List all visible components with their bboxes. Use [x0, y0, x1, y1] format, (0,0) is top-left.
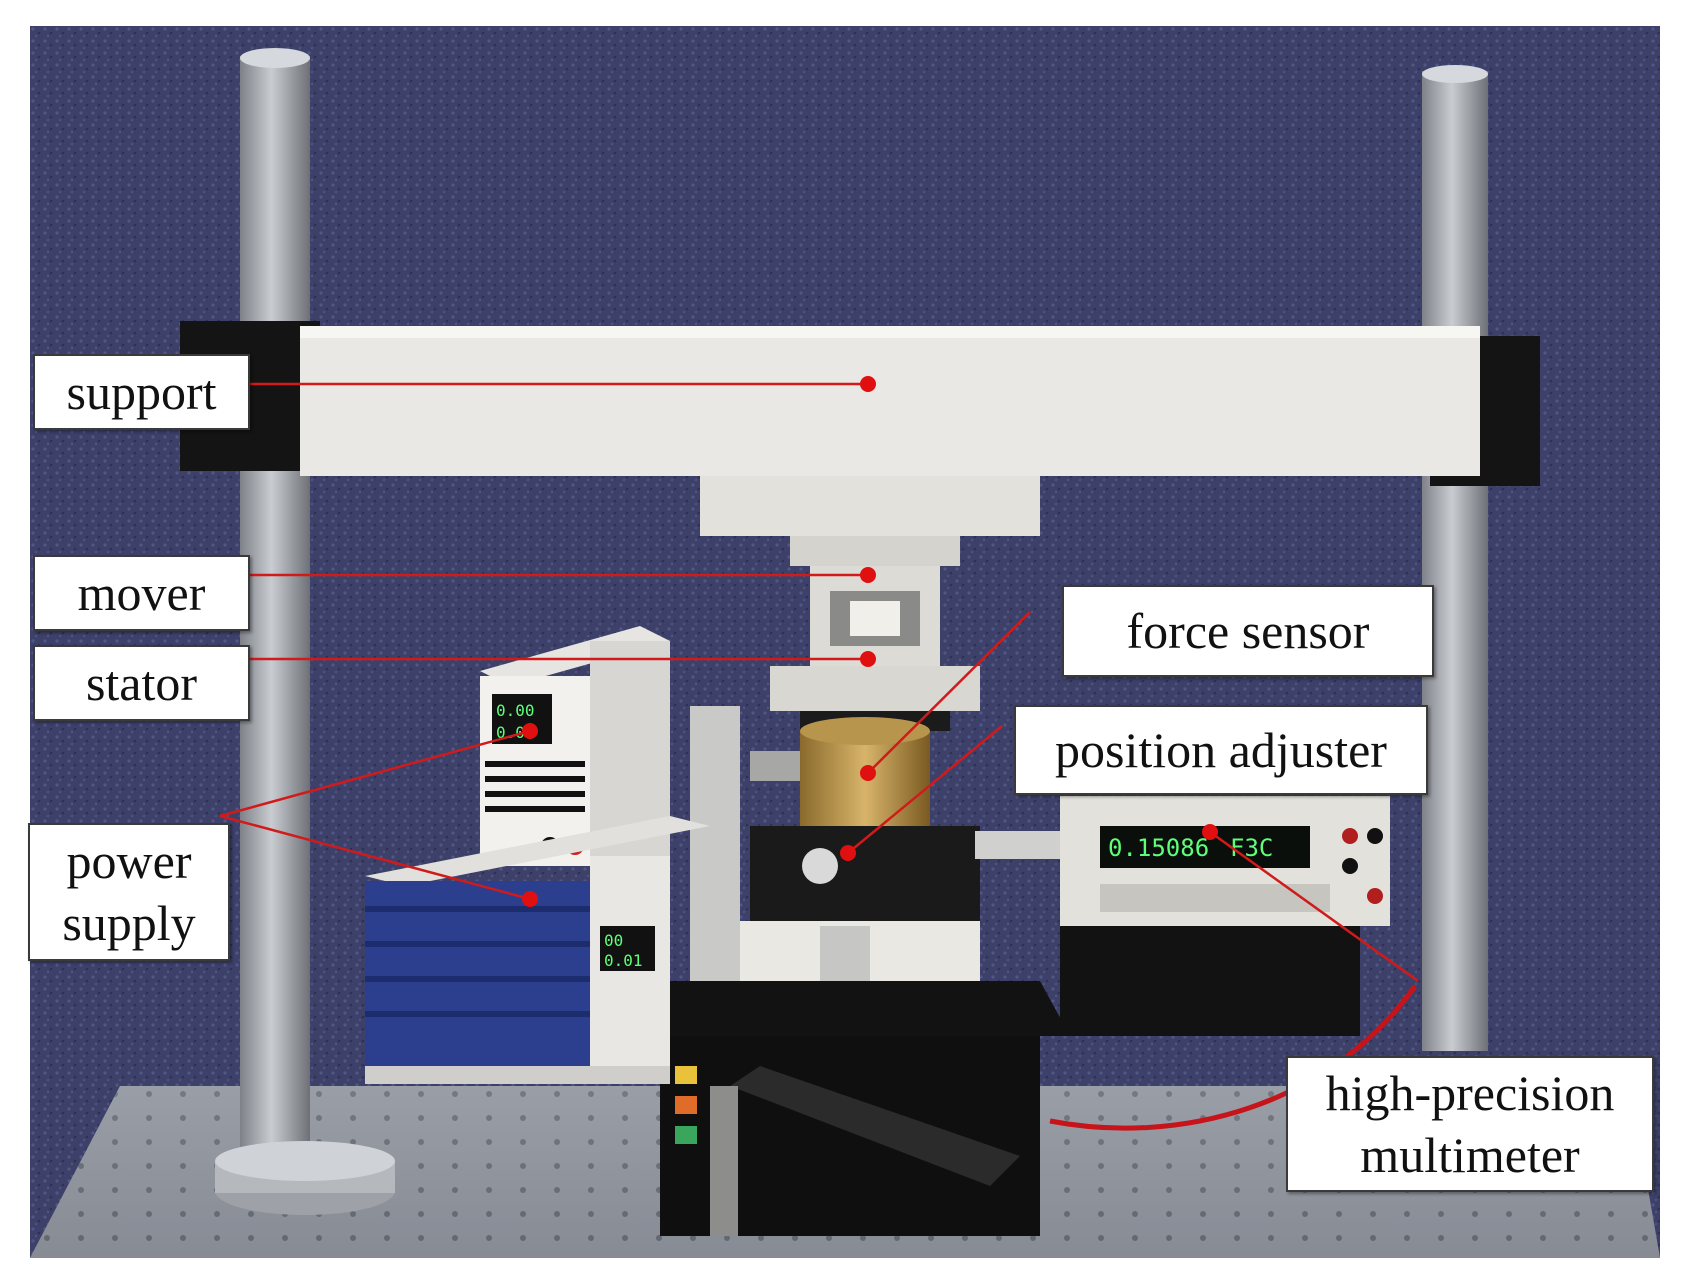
- marker-stator: [860, 651, 876, 667]
- marker-multimeter: [1202, 824, 1218, 840]
- multimeter: 0.15086 F3C: [1060, 796, 1390, 1036]
- label-support: support: [33, 354, 250, 430]
- label-stator: stator: [33, 645, 250, 721]
- label-mover: mover: [33, 555, 250, 631]
- marker-force-sensor: [860, 765, 876, 781]
- left-pole: [215, 48, 395, 1215]
- svg-text:F3C: F3C: [1230, 834, 1273, 862]
- marker-power-supply-top: [522, 723, 538, 739]
- support-beam: [180, 321, 1540, 566]
- ruler: [690, 706, 740, 1016]
- actuator-assembly: [770, 566, 980, 731]
- red-cable: [1049, 984, 1418, 1131]
- svg-text:0.15086: 0.15086: [1108, 834, 1209, 862]
- marker-mover: [860, 567, 876, 583]
- label-power-supply: power supply: [28, 823, 230, 961]
- leader-multimeter: [1209, 830, 1419, 983]
- marker-position-adjuster: [840, 845, 856, 861]
- leader-force-sensor: [867, 611, 1031, 774]
- right-pole: [1422, 65, 1488, 1051]
- leader-lines: [219, 382, 1419, 983]
- large-power-supply: 00 0.01: [365, 816, 710, 1084]
- leader-power-supply-bottom: [219, 814, 531, 901]
- leader-position-adjuster: [847, 725, 1003, 854]
- marker-dots: [522, 376, 1218, 907]
- lab-stage: [630, 981, 1070, 1236]
- label-position-adjuster: position adjuster: [1014, 705, 1428, 795]
- marker-support: [860, 376, 876, 392]
- svg-text:00: 00: [604, 931, 623, 950]
- svg-text:0.01: 0.01: [604, 951, 643, 970]
- label-high-precision-multimeter: high-precision multimeter: [1286, 1056, 1654, 1192]
- label-force-sensor: force sensor: [1062, 585, 1434, 677]
- svg-text:0.00: 0.00: [496, 701, 535, 720]
- marker-power-supply-bottom: [522, 891, 538, 907]
- leader-power-supply-top: [219, 729, 531, 818]
